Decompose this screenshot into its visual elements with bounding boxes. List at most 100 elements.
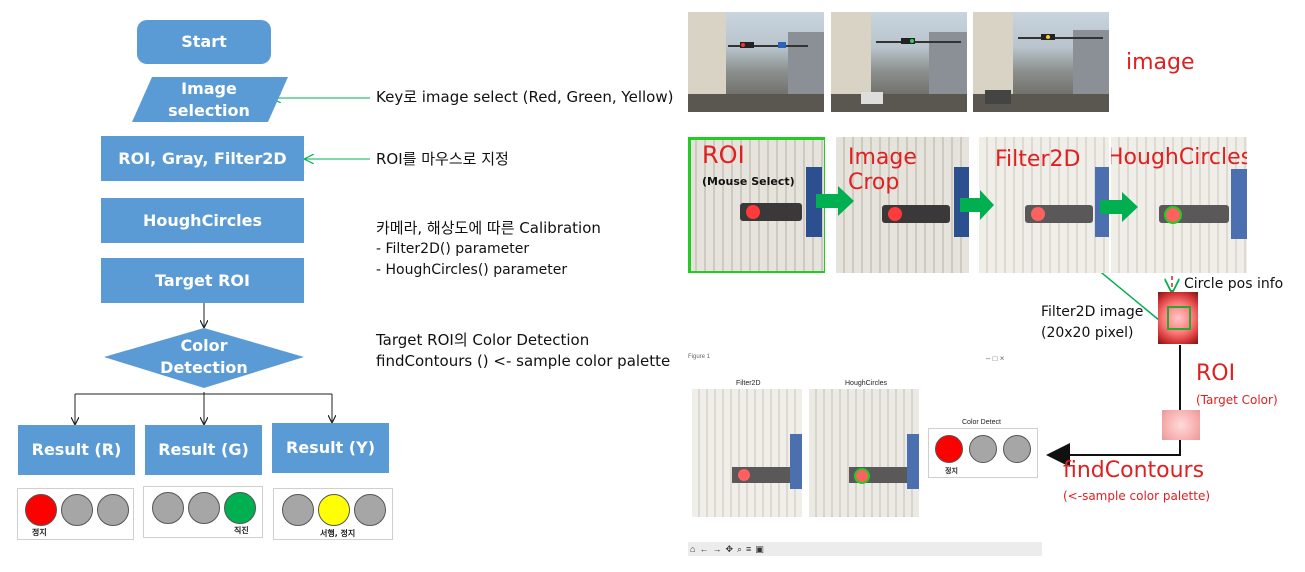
target-color-patch [1162, 410, 1200, 440]
filter-image-line2: (20x20 pixel) [1041, 325, 1134, 341]
pan-icon[interactable]: ✥ [725, 543, 733, 554]
detected-circle [1164, 206, 1182, 224]
image-selection-box: Image selection [140, 77, 278, 122]
red-lamp [25, 494, 57, 526]
street-photo-yellow [973, 12, 1109, 112]
back-icon[interactable]: ← [699, 544, 709, 554]
color-detection-line1: Color [180, 336, 228, 355]
sign [907, 434, 919, 489]
yellow-lamp [318, 494, 350, 526]
arrow-right-icon [960, 190, 994, 220]
gray-lamp [61, 494, 93, 526]
zoom-icon[interactable]: ⌕ [736, 543, 743, 554]
image-crop-photo: Image Crop [836, 137, 969, 273]
result-g-caption: 직진 [234, 526, 249, 535]
note-calib-filter: - Filter2D() parameter [376, 241, 530, 257]
result-r-caption: 정지 [32, 528, 47, 537]
image-label: image [1126, 50, 1195, 75]
result-y-panel: 서행, 정지 [273, 488, 393, 540]
color-detect-title: Color Detect [962, 419, 1001, 426]
result-y-caption: 서행, 정지 [320, 529, 356, 538]
configure-icon[interactable]: ≡ [746, 544, 752, 554]
red-light [888, 207, 902, 221]
hough-circles-label: HoughCircles [142, 210, 263, 230]
filter2d-plot [692, 389, 802, 517]
color-detection-shape [104, 328, 304, 388]
detected-circle [854, 468, 870, 484]
arrow-right-icon [1100, 192, 1138, 222]
gray-lamp [1003, 435, 1031, 463]
result-r-label: Result (R) [31, 440, 122, 459]
filter2d-plot-title: Filter2D [736, 380, 761, 387]
hough-plot [809, 389, 919, 517]
image-selection-line1: Image [181, 78, 237, 98]
note-calibration: 카메라, 해상도에 따른 Calibration - Filter2D() pa… [376, 218, 601, 281]
filter2d-zoom-image [1158, 292, 1198, 344]
gray-lamp [354, 494, 386, 526]
gray-lamp [282, 494, 314, 526]
note-calib-hough: - HoughCircles() parameter [376, 262, 568, 278]
result-r-panel: 정지 [17, 488, 134, 540]
forward-icon[interactable]: → [712, 544, 722, 554]
sign [790, 434, 802, 489]
roi-gray-filter-box: ROI, Gray, Filter2D [101, 136, 304, 181]
save-icon[interactable]: ▣ [755, 543, 764, 554]
gray-lamp [97, 494, 129, 526]
red-light [746, 205, 760, 219]
color-detect-panel: 정지 [928, 428, 1038, 478]
sign [806, 167, 822, 237]
mouse-select-label: (Mouse Select) [702, 175, 795, 188]
target-roi-box: Target ROI [101, 258, 304, 303]
image-selection-line2: selection [168, 100, 250, 120]
filter-image-line1: Filter2D image [1041, 304, 1144, 320]
street-photo-red [688, 12, 824, 112]
home-icon[interactable]: ⌂ [690, 544, 696, 554]
houghcircles-label: HoughCircles [1111, 145, 1247, 170]
image-crop-label: Image Crop [848, 145, 917, 195]
result-y-label: Result (Y) [286, 438, 375, 457]
note-calib-title: 카메라, 해상도에 따른 Calibration [376, 219, 601, 237]
note-color-detection: Target ROI의 Color Detection findContours… [376, 330, 670, 372]
find-contours-arrow [1046, 345, 1181, 467]
figure-title: Figure 1 [688, 354, 711, 360]
red-light [738, 469, 750, 481]
hough-circles-box: HoughCircles [101, 198, 304, 243]
red-lamp [935, 435, 963, 463]
gray-lamp [188, 492, 220, 524]
figure-toolbar: ⌂ ← → ✥ ⌕ ≡ ▣ [688, 542, 1042, 556]
start-label: Start [181, 32, 227, 51]
green-lamp [224, 492, 256, 524]
note-target-color: Target ROI의 Color Detection [376, 331, 590, 349]
target-roi-rect [1167, 306, 1191, 330]
target-roi-label: Target ROI [155, 270, 250, 290]
red-light [1031, 207, 1045, 221]
arrow-right-icon [816, 186, 854, 216]
circle-pos-label: Circle pos info [1184, 276, 1284, 292]
roi2-label: ROI [1196, 361, 1236, 386]
window-controls[interactable]: – □ × [986, 354, 1005, 363]
filter-image-label: Filter2D image (20x20 pixel) [1041, 302, 1143, 344]
result-r-box: Result (R) [18, 425, 135, 475]
filter2d-photo: Filter2D [979, 137, 1109, 273]
note-key-select: Key로 image select (Red, Green, Yellow) [376, 88, 674, 106]
color-detection-box: Color Detection [134, 335, 274, 379]
figure-window: Figure 1 – □ × Filter2D HoughCircles Col… [688, 352, 1042, 557]
sign [1231, 169, 1247, 239]
note-roi-mouse: ROI를 마우스로 지정 [376, 150, 509, 168]
find-contours-label: findContours [1063, 458, 1205, 483]
result-g-panel: 직진 [143, 486, 263, 538]
filter2d-label: Filter2D [995, 147, 1081, 172]
roi-label: ROI [702, 141, 745, 169]
start-box: Start [137, 20, 271, 64]
note-find-contours: findContours () <- sample color palette [376, 352, 671, 370]
color-detection-line2: Detection [160, 358, 248, 377]
roi-gray-filter-label: ROI, Gray, Filter2D [118, 148, 287, 168]
result-y-box: Result (Y) [272, 423, 389, 473]
result-g-box: Result (G) [145, 425, 262, 475]
roi-photo: ROI (Mouse Select) [688, 137, 825, 273]
result-g-label: Result (G) [158, 440, 249, 459]
hough-plot-title: HoughCircles [845, 380, 888, 387]
image-selection-shape [132, 77, 288, 122]
sample-palette-label: (<-sample color palette) [1063, 489, 1211, 503]
